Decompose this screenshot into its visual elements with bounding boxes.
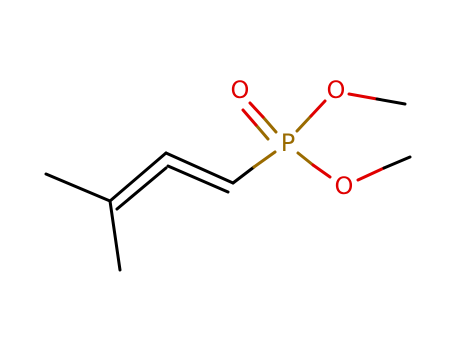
bond-c2-c1-inner — [166, 164, 230, 194]
bond-p-o-double-b-p — [254, 123, 270, 141]
bond-o1-methyl-c — [375, 97, 407, 106]
bond-p-o1-p — [295, 114, 313, 133]
bond-p-o-double-a-o — [248, 101, 265, 119]
bond-p-o1-o — [309, 99, 327, 118]
atom-o-ester1-label: O — [327, 76, 346, 104]
bond-p-o2-o — [311, 163, 332, 179]
bond-c1-p-phosphorus — [252, 150, 277, 169]
bond-c1-p-carbon — [231, 165, 256, 185]
bond-p-o-double-b-o — [241, 108, 258, 127]
bond-p-o-double-a-p — [261, 115, 278, 134]
bond-o2-methyl-c — [382, 155, 412, 170]
bond-methyl1-c3 — [44, 172, 112, 203]
bond-o1-methyl-o — [347, 92, 379, 101]
bond-c3-c2-outer — [108, 151, 168, 203]
bond-c3-c2-inner — [115, 166, 168, 211]
atom-p-label: P — [281, 129, 295, 157]
bond-methyl2-c3 — [108, 199, 122, 272]
bond-c2-c1-outer — [164, 151, 235, 185]
bond-p-o2-p — [296, 151, 315, 167]
atom-o-ester2-label: O — [335, 172, 354, 200]
bond-o2-methyl-o — [356, 166, 386, 182]
atom-o-double-label: O — [231, 76, 250, 104]
